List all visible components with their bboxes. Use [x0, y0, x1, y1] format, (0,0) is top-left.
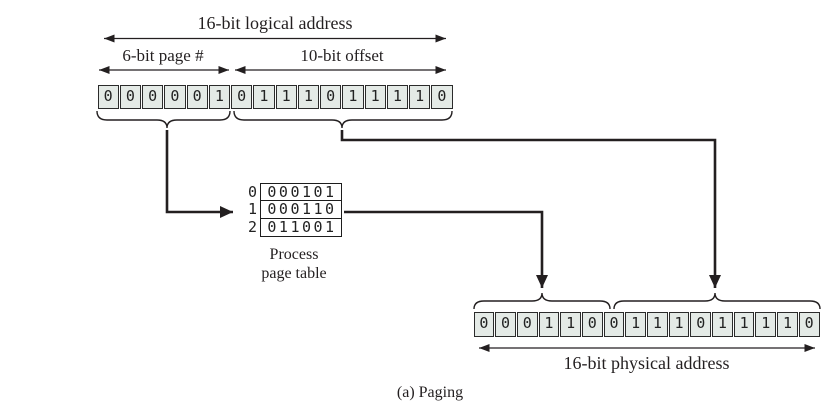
bit-cell: 0 — [473, 312, 495, 337]
bit-cell: 1 — [208, 85, 230, 109]
bit-cell: 1 — [625, 312, 646, 337]
process-page-table: 0 000101 1 000110 2 011001 — [244, 183, 342, 237]
page-table-entry: 000110 — [260, 200, 342, 220]
bit-cell: 0 — [495, 312, 516, 337]
page-table-entry: 000101 — [260, 183, 342, 202]
page-table-row: 2 011001 — [244, 217, 342, 237]
bit-cell: 0 — [798, 312, 820, 337]
bit-cell: 1 — [409, 85, 431, 109]
bit-cell: 0 — [431, 85, 453, 109]
logical-address-label: 16-bit logical address — [197, 13, 353, 33]
offset-label: 10-bit offset — [300, 46, 384, 65]
bit-cell: 1 — [560, 312, 581, 337]
offset-to-physical-arrow — [340, 130, 721, 288]
bit-cell: 1 — [668, 312, 690, 337]
bit-cell: 0 — [581, 312, 603, 337]
bit-cell: 1 — [777, 312, 798, 337]
process-page-table-label: Process page table — [261, 246, 327, 282]
bit-cell: 0 — [142, 85, 164, 109]
bit-cell: 0 — [186, 85, 208, 109]
bit-cell: 1 — [253, 85, 275, 109]
figure-caption: (a) Paging — [396, 384, 464, 401]
bit-cell: 1 — [275, 85, 297, 109]
bit-cell: 0 — [320, 85, 342, 109]
bit-cell: 0 — [603, 312, 625, 337]
bit-cell: 0 — [516, 312, 538, 337]
offset-brace — [233, 110, 453, 129]
page-table-row: 1 000110 — [244, 200, 342, 220]
bit-cell: 1 — [712, 312, 733, 337]
frame-number-brace — [473, 292, 611, 310]
page-table-index: 2 — [247, 217, 257, 236]
bit-cell: 0 — [231, 85, 253, 109]
bit-cell: 1 — [755, 312, 777, 337]
physical-offset-brace — [613, 292, 821, 310]
bit-cell: 1 — [647, 312, 668, 337]
bit-cell: 1 — [733, 312, 755, 337]
physical-address-label: 16-bit physical address — [563, 353, 730, 373]
page-table-entry: 011001 — [260, 217, 342, 237]
bit-cell: 0 — [97, 85, 119, 109]
page-number-label: 6-bit page # — [122, 46, 204, 65]
bit-cell: 0 — [164, 85, 186, 109]
page-table-index: 0 — [247, 183, 257, 201]
bit-cell: 1 — [386, 85, 408, 109]
page-number-to-table-arrow — [165, 130, 233, 218]
page-number-brace — [96, 110, 231, 129]
bit-cell: 0 — [119, 85, 141, 109]
page-table-row: 0 000101 — [244, 183, 342, 202]
table-to-physical-arrow — [344, 210, 548, 288]
page-table-index: 1 — [247, 200, 257, 219]
bit-cell: 1 — [297, 85, 319, 109]
bit-cell: 1 — [538, 312, 560, 337]
bit-cell: 1 — [342, 85, 364, 109]
bit-cell: 1 — [364, 85, 386, 109]
bit-cell: 0 — [690, 312, 712, 337]
